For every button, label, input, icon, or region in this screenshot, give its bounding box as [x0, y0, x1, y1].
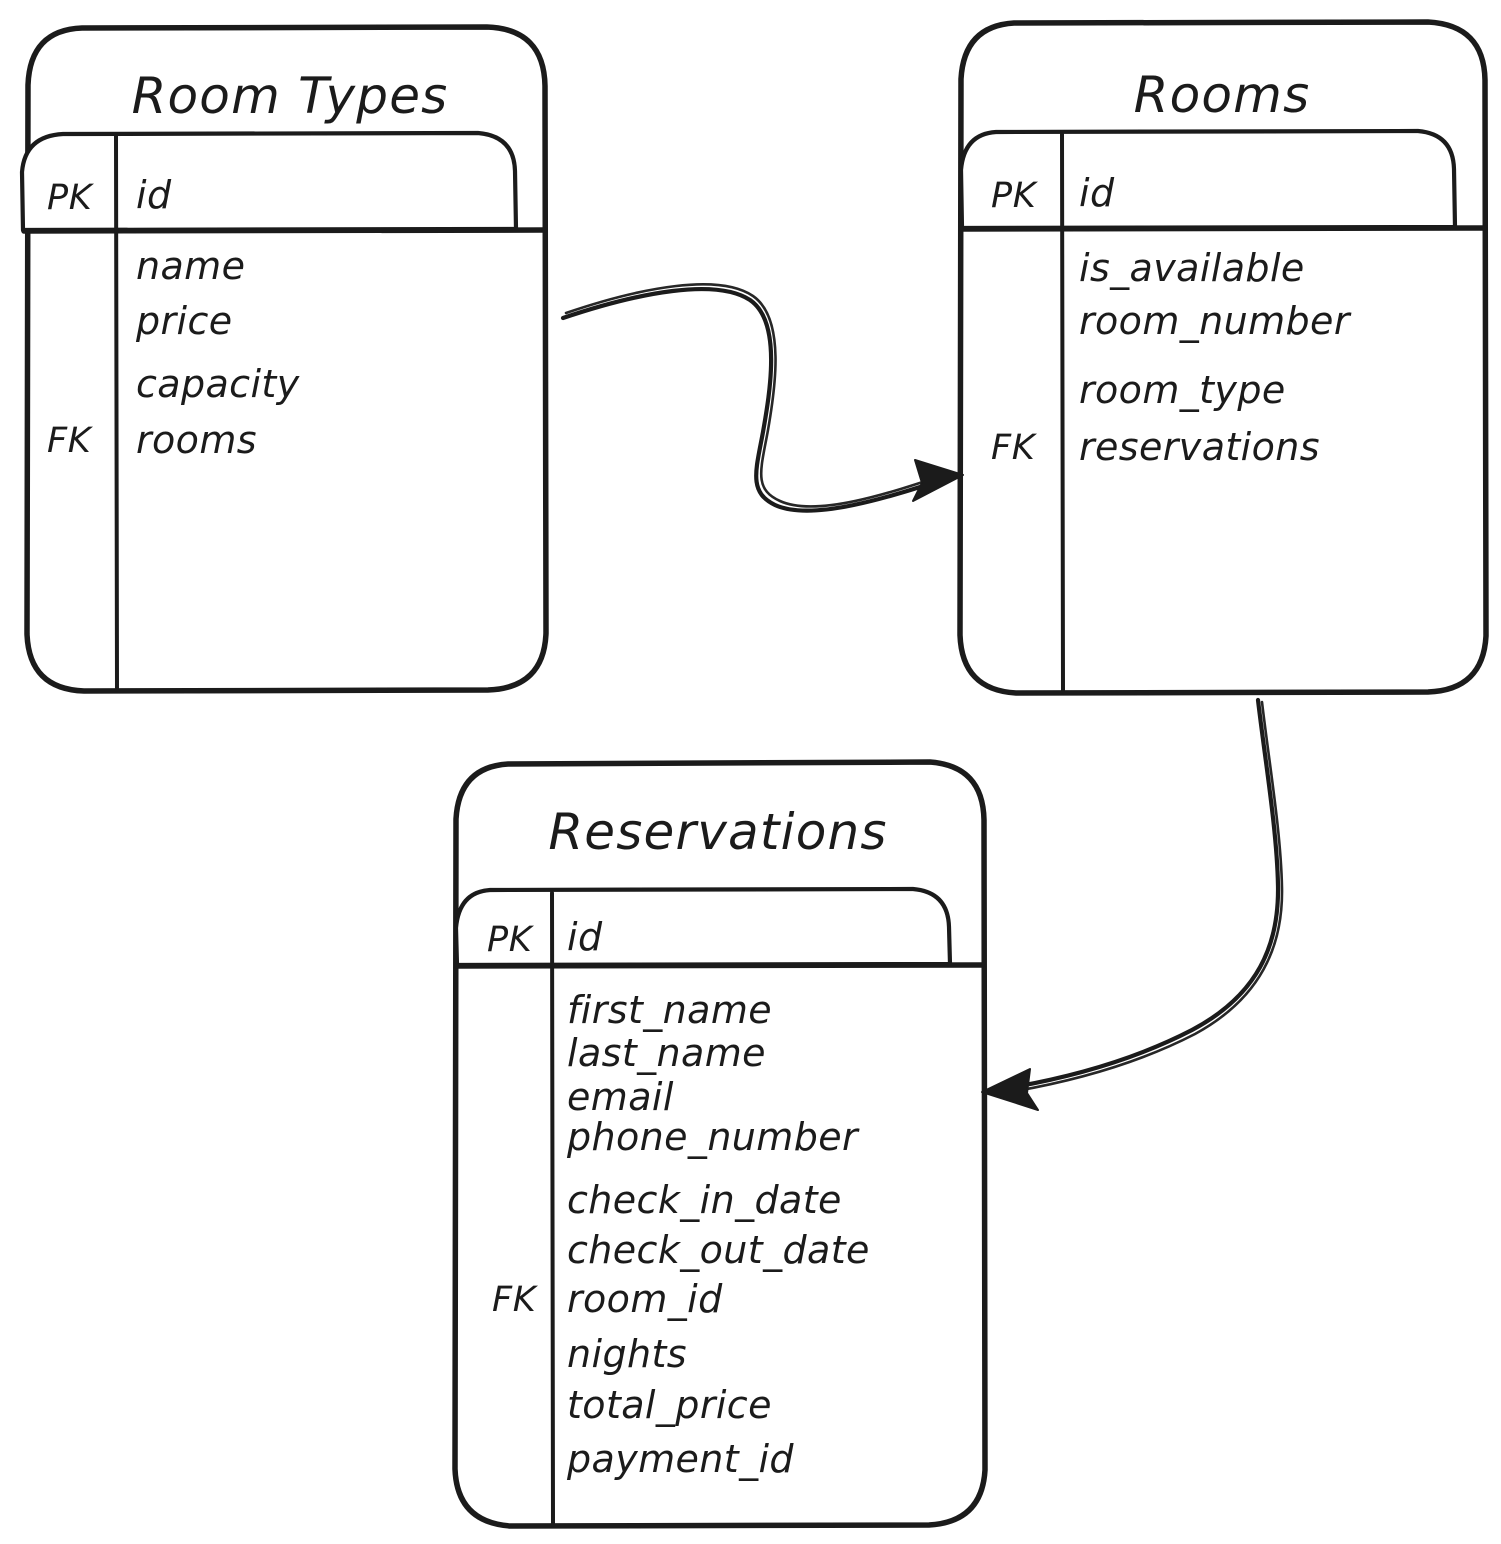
pk-label-rooms: PK: [991, 176, 1039, 216]
header-divider-rule: [454, 962, 985, 969]
field-reservations-email: email: [567, 1075, 674, 1119]
fk-label-rooms: FK: [991, 428, 1038, 468]
field-reservations-payment-id: payment_id: [566, 1437, 794, 1481]
field-room-types-capacity: capacity: [136, 362, 300, 406]
field-room-types-price: price: [135, 299, 233, 343]
field-reservations-room-id: room_id: [567, 1277, 723, 1321]
header-panel-outline: [958, 128, 1458, 231]
arrow-head-reservations: [981, 1068, 1039, 1111]
entity-rooms[interactable]: Rooms PK id is_available room_number roo…: [957, 19, 1489, 696]
field-room-types-name: name: [136, 244, 245, 288]
field-reservations-total-price: total_price: [567, 1383, 772, 1427]
header-panel-outline: [19, 130, 519, 233]
entity-room-types[interactable]: Room Types PK id name price capacity roo…: [19, 24, 549, 694]
field-reservations-nights: nights: [567, 1332, 687, 1376]
pk-label-room-types: PK: [47, 178, 95, 218]
field-reservations-phone-number: phone_number: [566, 1115, 860, 1159]
header-panel-outline: [453, 886, 953, 968]
key-column-rule: [1060, 132, 1065, 694]
key-column-rule: [550, 891, 555, 1527]
field-rooms-room-type: room_type: [1079, 368, 1286, 412]
header-divider-rule: [21, 227, 547, 234]
relationship-roomtypes-to-rooms[interactable]: [560, 283, 964, 513]
field-reservations-first-name: first_name: [567, 988, 772, 1032]
field-rooms-reservations: reservations: [1079, 425, 1320, 469]
field-reservations-id: id: [567, 915, 603, 959]
header-divider-rule: [959, 225, 1487, 232]
fk-label-room-types: FK: [47, 421, 94, 461]
field-room-types-id: id: [136, 173, 172, 217]
entity-title-reservations: Reservations: [548, 803, 887, 861]
fk-label-reservations: FK: [492, 1280, 539, 1320]
field-reservations-check-in-date: check_in_date: [567, 1178, 842, 1222]
field-rooms-room-number: room_number: [1079, 299, 1352, 343]
relationship-rooms-to-reservations[interactable]: [981, 697, 1284, 1111]
entity-title-rooms: Rooms: [1134, 66, 1311, 124]
field-rooms-id: id: [1079, 171, 1115, 215]
field-reservations-check-out-date: check_out_date: [567, 1228, 870, 1272]
field-room-types-rooms: rooms: [136, 418, 257, 462]
field-reservations-last-name: last_name: [567, 1031, 766, 1075]
entity-reservations[interactable]: Reservations PK id first_name last_name …: [452, 759, 988, 1529]
entity-title-room-types: Room Types: [132, 67, 449, 125]
entity-outline: [24, 24, 549, 694]
key-column-rule: [114, 134, 119, 692]
field-rooms-is-available: is_available: [1079, 246, 1305, 290]
pk-label-reservations: PK: [487, 920, 535, 960]
arrow-head-rooms: [912, 459, 964, 502]
